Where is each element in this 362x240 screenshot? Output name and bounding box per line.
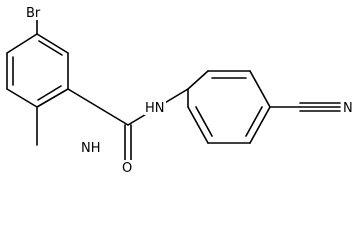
amine-left-label: NH: [81, 141, 101, 156]
oxygen-label: O: [122, 161, 132, 176]
bond: [97, 106, 129, 126]
bond: [67, 88, 99, 108]
bond: [36, 88, 69, 108]
bond: [187, 106, 209, 144]
bond: [249, 106, 271, 144]
bond: [6, 33, 38, 54]
structure-canvas: Br NH HN O N: [6, 4, 355, 176]
bond: [6, 88, 38, 108]
bromotolyl-ring: [6, 33, 69, 108]
double-bond-inner: [37, 85, 62, 101]
bond: [36, 33, 69, 54]
molecule-diagram: Br NH HN O N: [6, 4, 355, 176]
amine-right-label: HN: [145, 101, 165, 116]
nitrogen-label: N: [343, 101, 353, 116]
bond: [249, 70, 271, 108]
double-bond-inner: [38, 40, 63, 56]
label-background: [80, 140, 102, 155]
bromine-label: Br: [26, 6, 41, 21]
label-background: [341, 100, 355, 115]
double-bond-inner: [245, 106, 263, 137]
label-background: [120, 160, 136, 175]
label-background: [25, 4, 49, 20]
cyanophenyl-ring: [187, 70, 271, 144]
bond: [187, 70, 209, 90]
double-bond-inner: [195, 106, 213, 137]
label-background: [144, 100, 166, 115]
